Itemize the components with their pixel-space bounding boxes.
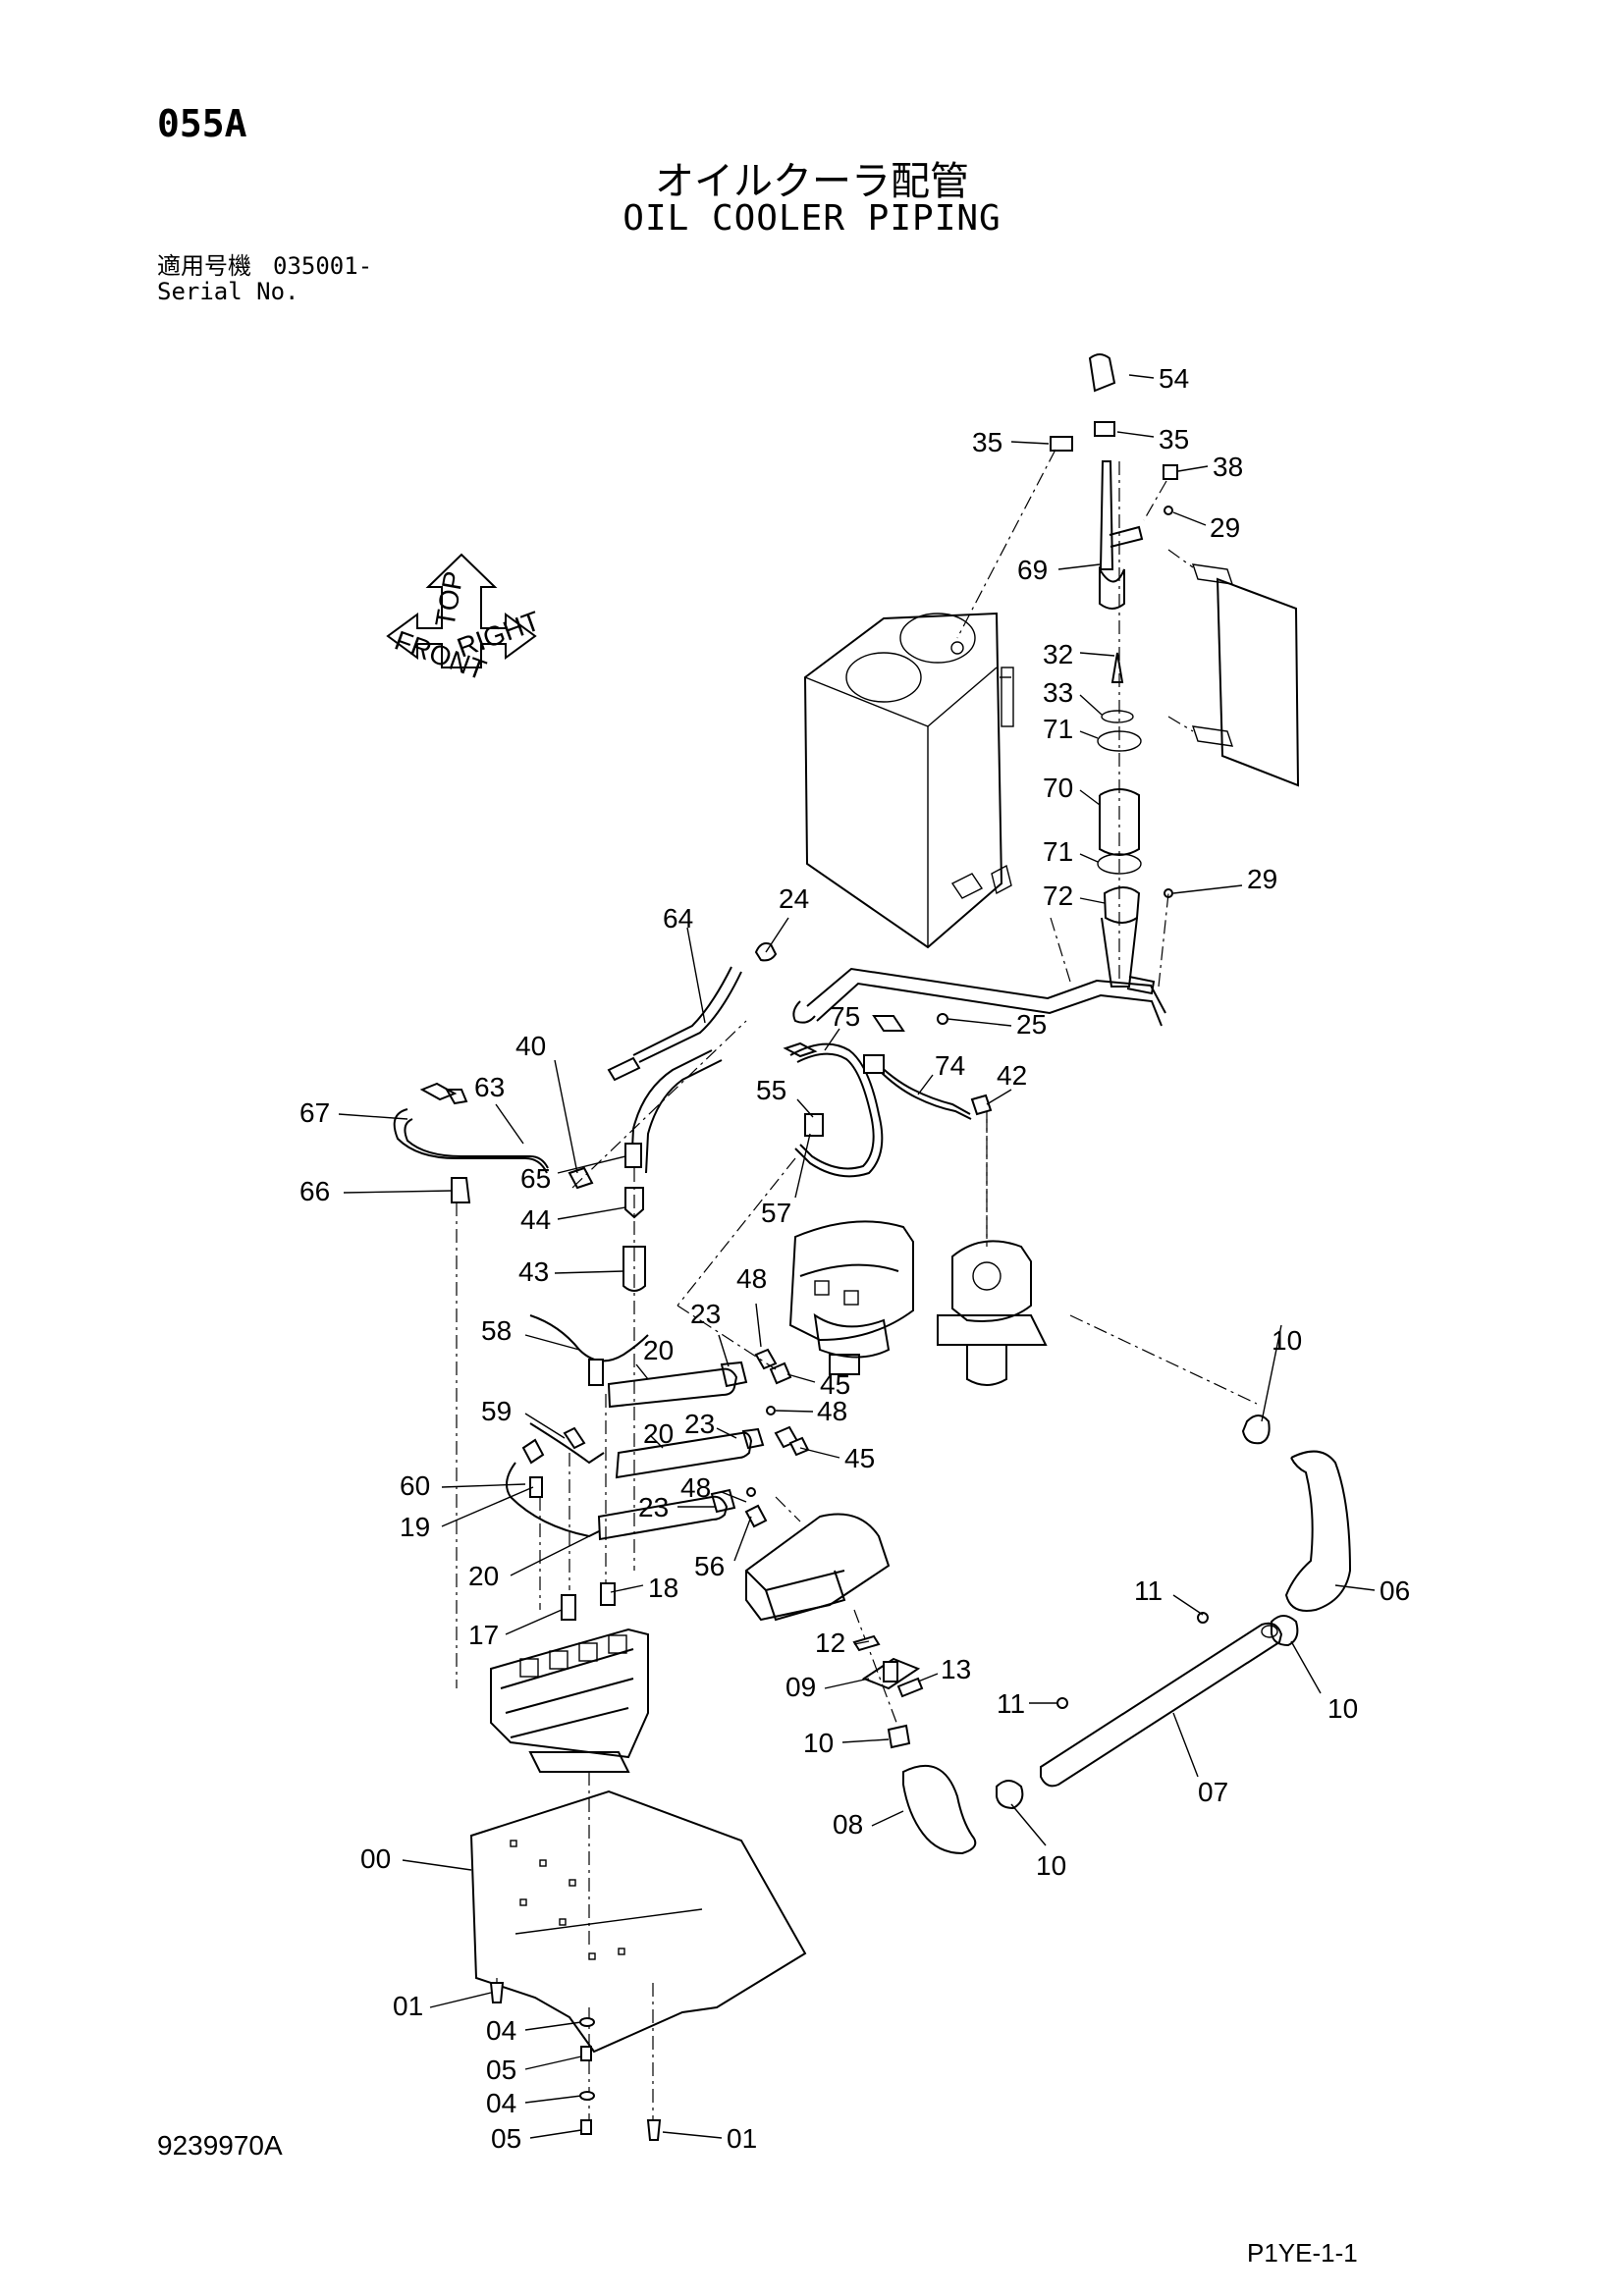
part-label: 12 xyxy=(815,1628,845,1658)
part-label: 45 xyxy=(844,1443,875,1473)
hydraulic-tank xyxy=(803,612,1014,949)
part-label: 29 xyxy=(1210,512,1240,543)
fitting-group xyxy=(744,1348,810,1528)
part-label: 01 xyxy=(393,1991,423,2021)
oil-cooler xyxy=(1167,549,1300,787)
drain-pipe-group xyxy=(852,1634,1024,1855)
solenoid-block xyxy=(745,1496,899,1729)
part-label: 65 xyxy=(520,1163,551,1194)
part-label: 72 xyxy=(1043,881,1073,911)
part-label: 48 xyxy=(680,1472,711,1503)
undercover-plate xyxy=(469,1789,807,2141)
part-label: 01 xyxy=(727,2123,757,2154)
control-valve xyxy=(490,1582,649,1949)
part-label: 71 xyxy=(1043,714,1073,744)
check-valve-group xyxy=(623,1168,646,1571)
title-japanese: オイルクーラ配管 xyxy=(655,159,969,204)
part-label: 71 xyxy=(1043,836,1073,867)
part-label: 23 xyxy=(638,1492,669,1522)
part-label: 06 xyxy=(1380,1575,1410,1606)
part-label: 20 xyxy=(643,1335,674,1365)
part-label: 11 xyxy=(997,1688,1025,1719)
lower-hose-group xyxy=(506,1314,765,1610)
serial-block: 適用号機 035001- Serial No. xyxy=(157,253,372,304)
orientation-marker: TOP FRONT RIGHT xyxy=(386,553,544,686)
page-reference: P1YE-1-1 xyxy=(1247,2238,1358,2268)
serial-label-en: Serial No. xyxy=(157,278,299,305)
part-label: 10 xyxy=(1272,1325,1302,1356)
part-label: 00 xyxy=(360,1843,391,1874)
part-label: 59 xyxy=(481,1396,512,1426)
part-label: 18 xyxy=(648,1573,678,1603)
part-label: 24 xyxy=(779,883,809,914)
part-label: 04 xyxy=(486,2088,516,2118)
part-label: 19 xyxy=(400,1512,430,1542)
pilot-valve xyxy=(937,1109,1048,1386)
serial-value: 035001- xyxy=(273,252,373,280)
part-label: 67 xyxy=(299,1097,330,1128)
part-label: 25 xyxy=(1016,1009,1047,1040)
main-return-pipe xyxy=(792,917,1166,1027)
part-label: 05 xyxy=(486,2055,516,2085)
part-labels: 54 35 35 38 29 69 32 33 71 70 71 72 29 2… xyxy=(299,363,1410,2154)
title-english: OIL COOLER PIPING xyxy=(623,198,1001,239)
document-number: 9239970A xyxy=(157,2130,283,2161)
part-label: 32 xyxy=(1043,639,1073,669)
part-label: 17 xyxy=(468,1620,499,1650)
part-label: 38 xyxy=(1213,452,1243,482)
part-label: 09 xyxy=(785,1672,816,1702)
part-label: 08 xyxy=(833,1809,863,1840)
part-label: 20 xyxy=(643,1418,674,1449)
part-label: 70 xyxy=(1043,773,1073,803)
part-label: 13 xyxy=(941,1654,971,1684)
part-label: 56 xyxy=(694,1551,725,1581)
part-label: 69 xyxy=(1017,555,1048,585)
part-label: 74 xyxy=(935,1050,965,1081)
part-label: 10 xyxy=(803,1728,834,1758)
part-label: 43 xyxy=(518,1256,549,1287)
part-label: 44 xyxy=(520,1204,551,1235)
page-code: 055A xyxy=(157,102,247,145)
part-label: 35 xyxy=(1159,424,1189,454)
part-label: 66 xyxy=(299,1176,330,1206)
part-label: 07 xyxy=(1198,1777,1228,1807)
part-label: 63 xyxy=(474,1072,505,1102)
part-label: 57 xyxy=(761,1198,791,1228)
cooler-hose-and-pipe xyxy=(1040,1314,1352,1788)
part-label: 10 xyxy=(1036,1850,1066,1881)
part-label: 04 xyxy=(486,2015,516,2046)
upper-hose-group xyxy=(393,942,778,1688)
part-label: 48 xyxy=(817,1396,847,1426)
part-label: 35 xyxy=(972,427,1002,457)
serial-label-jp: 適用号機 xyxy=(157,252,251,280)
part-label: 55 xyxy=(756,1075,786,1105)
part-label: 23 xyxy=(684,1409,715,1439)
part-label: 10 xyxy=(1327,1693,1358,1724)
part-label: 23 xyxy=(690,1299,721,1329)
part-label: 64 xyxy=(663,903,693,934)
part-label: 58 xyxy=(481,1315,512,1346)
filler-pipe-assembly xyxy=(956,353,1178,995)
part-label: 20 xyxy=(468,1561,499,1591)
part-label: 33 xyxy=(1043,677,1073,708)
part-label: 54 xyxy=(1159,363,1189,394)
part-label: 60 xyxy=(400,1470,430,1501)
part-label: 11 xyxy=(1134,1575,1163,1606)
part-label: 48 xyxy=(736,1263,767,1294)
part-label: 40 xyxy=(515,1031,546,1061)
part-label: 42 xyxy=(997,1060,1027,1091)
part-label: 75 xyxy=(830,1001,860,1032)
swing-motor xyxy=(677,1157,914,1375)
part-label: 29 xyxy=(1247,864,1277,894)
pilot-hose-group xyxy=(783,1015,993,1242)
part-label: 45 xyxy=(820,1369,850,1400)
part-label: 05 xyxy=(491,2123,521,2154)
